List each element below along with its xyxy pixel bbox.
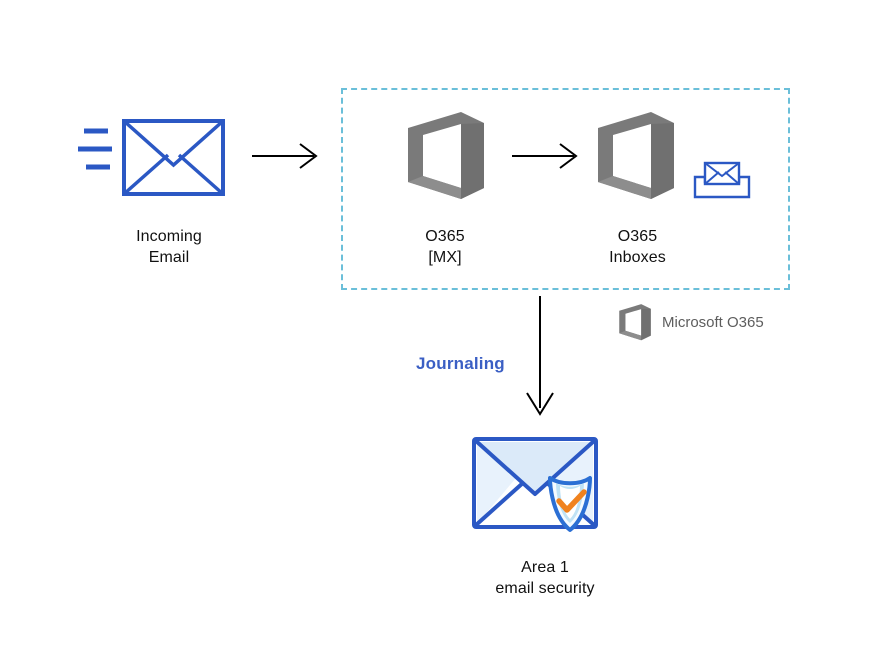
legend-microsoft-o365-label: Microsoft O365 [662,313,764,331]
office365-icon [598,112,674,199]
o365-mx-icon [405,110,487,205]
envelope-icon [78,119,225,196]
checkmark-icon [556,489,587,513]
o365-zone-boundary [341,88,790,290]
area1-email-security-label: Area 1 email security [495,559,595,597]
incoming-email-icon [78,118,226,208]
o365-inboxes-icon [595,110,677,205]
o365-mx-label: O365 [MX] [425,228,465,266]
legend-microsoft-o365: Microsoft O365 [618,303,764,341]
journaling-connector-label: Journaling [416,354,505,373]
shield-icon [548,476,592,532]
area1-email-security-icon [468,432,628,549]
arrow-mx-to-inboxes [512,143,578,169]
inbox-tray-icon-wrap [690,158,754,207]
incoming-email-label: Incoming Email [136,228,202,266]
arrow-incoming-to-mx [252,143,318,169]
office365-icon [619,304,651,341]
inbox-tray-icon [693,161,751,199]
envelope-shield-icon [472,437,598,532]
office365-icon [408,112,484,199]
o365-inboxes-label: O365 Inboxes [609,228,666,266]
arrow-inboxes-to-area1 [526,296,554,416]
